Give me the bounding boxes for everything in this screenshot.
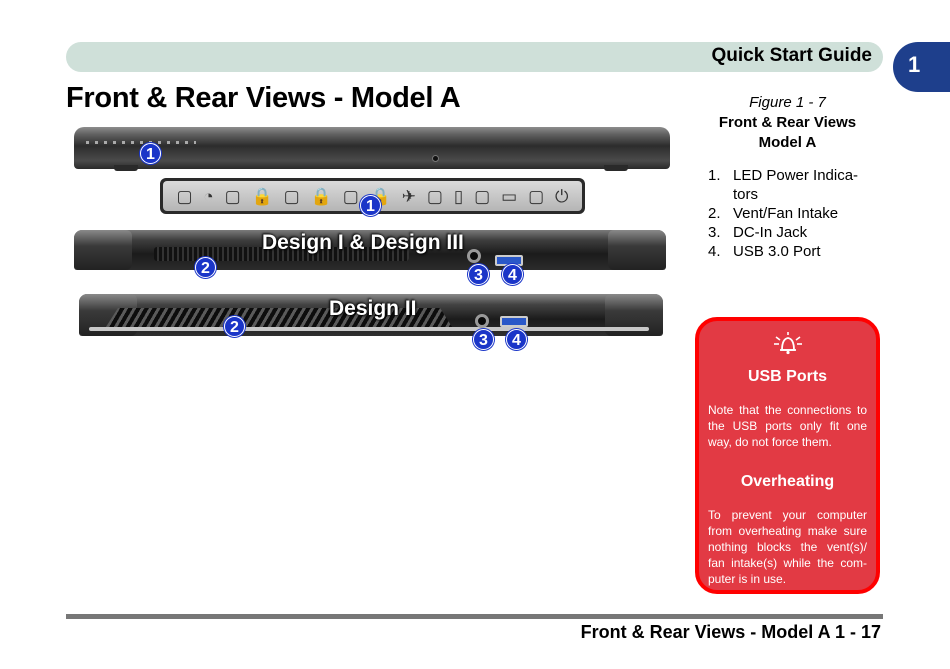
figure-caption: Figure 1 - 7 Front & Rear Views Model A [700,93,875,153]
led-indicator-icon: ▯ [453,186,464,206]
footer-text: Front & Rear Views - Model A 1 - 17 [580,622,881,642]
led-indicator-icon: ◔ [203,186,214,206]
rear-trim [89,327,649,331]
led-indicator-icon: ▢ [224,186,241,206]
callout-4: 4 [506,329,527,350]
fan-vent [154,247,409,261]
led-indicator-row: ▢◔▢🔒▢🔒▢🔒✈▢▯▢▭▢⏻ [163,181,582,211]
callout-3: 3 [468,264,489,285]
led-indicator-icon: ▢ [283,186,300,206]
webcam-icon [432,155,439,162]
led-indicator-icon: ▢ [342,186,359,206]
hinge-left [74,230,132,270]
led-indicator-icon: ▢ [176,186,193,206]
laptop-rear-view-design-2 [79,294,663,336]
note-box: USB Ports Note that the connections to t… [695,317,880,594]
chapter-tab [893,42,950,92]
led-indicator-icon: ✈ [401,186,416,206]
callout-1: 1 [140,143,161,164]
legend-num: 4. [708,243,721,260]
usb-port [500,316,528,327]
callout-1: 1 [360,195,381,216]
legend-num: 3. [708,224,721,241]
figure-title-line1: Front & Rear Views [718,114,857,131]
design-label-2: Design II [329,297,417,320]
led-strip [86,141,196,144]
note-heading-usb: USB Ports [747,368,828,385]
legend-num: 1. [708,167,721,184]
chapter-number: 1 [908,52,921,77]
callout-4: 4 [502,264,523,285]
led-indicator-icon: ▭ [501,186,518,206]
footer-bar [66,614,883,619]
figure-number: Figure 1 - 7 [749,94,826,111]
callout-2: 2 [195,257,216,278]
figure-title-line2: Model A [758,134,817,151]
note-text-usb: Note that the connections to the USB por… [708,403,867,449]
figure-legend: 1. LED Power Indica-tors 2. Vent/Fan Intak… [708,166,878,261]
header-title: Quick Start Guide [711,45,872,66]
led-indicator-icon: ▢ [426,186,443,206]
led-indicator-icon: ▢ [474,186,491,206]
callout-3: 3 [473,329,494,350]
legend-label: USB 3.0 Port [733,243,821,260]
laptop-rear-view-design-1-3 [74,230,666,270]
led-indicator-icon: ▢ [528,186,545,206]
legend-label: DC-In Jack [733,224,808,241]
legend-label: Vent/Fan Intake [733,205,839,222]
laptop-front-view [74,127,670,171]
legend-label: LED Power Indica-tors [733,167,859,203]
led-indicator-icon: 🔒 [310,186,332,206]
laptop-foot [604,165,628,171]
legend-item: 4. USB 3.0 Port [708,242,878,261]
bell-alert-icon [708,331,867,360]
design-label-1-3: Design I & Design III [262,231,464,254]
legend-item: 1. LED Power Indica-tors [708,166,878,204]
note-heading-overheating: Overheating [740,473,835,490]
dc-in-jack [467,249,481,263]
hinge-right [608,230,666,270]
legend-item: 2. Vent/Fan Intake [708,204,878,223]
fan-vent [104,308,454,330]
legend-item: 3. DC-In Jack [708,223,878,242]
page-title: Front & Rear Views - Model A [66,82,461,114]
led-indicator-icon: ⏻ [555,186,569,206]
led-indicator-icon: 🔒 [251,186,273,206]
legend-num: 2. [708,205,721,222]
note-text-overheating: To prevent your computer from overheatin… [708,508,867,586]
laptop-foot [114,165,138,171]
header-bar [66,42,883,72]
callout-2: 2 [224,316,245,337]
dc-in-jack [475,314,489,328]
